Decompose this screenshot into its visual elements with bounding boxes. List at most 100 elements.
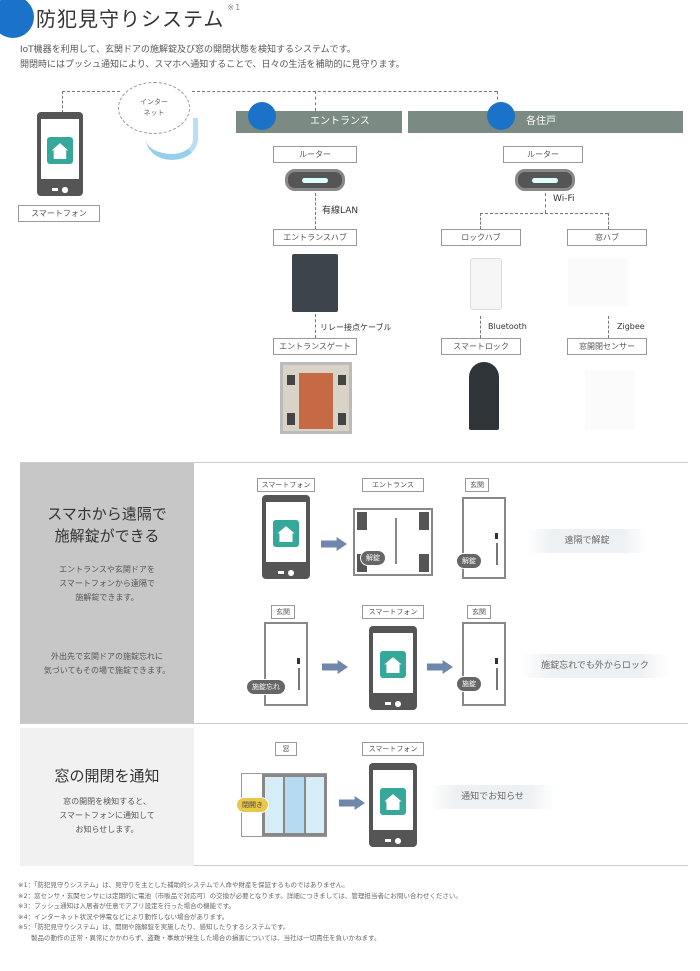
desc-line: 気づいてもその場で施錠できます。 <box>43 666 171 675</box>
desc-line: お知らせします。 <box>75 825 139 834</box>
relay-cable-label: リレー接点ケーブル <box>320 323 392 332</box>
units-header-bar: 各住戸 <box>408 111 683 133</box>
connector-line <box>497 91 498 111</box>
arrow-right-icon <box>339 796 365 810</box>
row1-note: 遠隔で解錠 <box>527 529 647 553</box>
connector-line <box>545 193 546 213</box>
row1-label-front-door: 玄関 <box>465 478 489 492</box>
home-link-app-icon <box>379 788 407 816</box>
status-pill-unlock: 解錠 <box>456 553 482 569</box>
smartphone-icon <box>369 763 417 847</box>
smartlock-device-icon <box>469 362 499 430</box>
units-router-icon <box>515 169 575 191</box>
desc-line: スマートフォンに通知して <box>59 811 155 820</box>
smartphone-icon <box>262 495 310 579</box>
row1-label-smartphone: スマートフォン <box>257 478 315 492</box>
units-bullet-icon <box>487 102 515 130</box>
footnotes: ※1：「防犯見守りシステム」は、見守りを主とした補助的システムで人命や財産を保証… <box>18 880 462 943</box>
window-sensor-device-icon <box>585 370 635 430</box>
entrance-hub-label: エントランスハブ <box>273 229 357 246</box>
feature-remote-desc1: エントランスや玄関ドアを スマートフォンから遠隔で 施解錠できます。 <box>20 563 194 605</box>
home-link-app-icon <box>272 520 300 548</box>
connector-line <box>62 91 120 92</box>
connector-line <box>192 91 497 92</box>
desc-line: エントランスや玄関ドアを <box>59 565 155 574</box>
feature-window-heading: 窓の開閉を通知 <box>54 767 160 785</box>
window-hub-device-icon <box>568 258 628 306</box>
home-link-app-icon <box>47 137 73 165</box>
desc-line: スマートフォンから遠隔で <box>59 579 155 588</box>
footnote-5-cont: 製品の動作の正常・異常にかかわらず、盗難・事故が発生した場合の損害については、当… <box>18 933 381 942</box>
smartphone-icon <box>37 112 83 196</box>
arrow-right-icon <box>322 660 348 674</box>
window-sensor-label: 窓開閉センサー <box>567 338 647 355</box>
entrance-gate-photo <box>280 362 352 434</box>
smartphone-icon <box>369 626 417 710</box>
page-title-text: 防犯見守りシステム <box>36 7 225 31</box>
connector-line <box>608 213 609 229</box>
entrance-door-icon <box>353 508 433 576</box>
window-smartphone-label: スマートフォン <box>362 742 424 756</box>
status-pill-lock: 施錠 <box>456 676 482 692</box>
feature-remote-sidebar <box>20 463 194 723</box>
intro-line-2: 開閉時にはプッシュ通知により、スマホへ通知することで、日々の生活を補助的に見守り… <box>20 60 405 70</box>
status-pill-window-open: 閉開き <box>236 797 269 813</box>
home-link-app-icon <box>379 651 407 679</box>
row2-note: 施錠忘れでも外からロック <box>520 654 670 678</box>
entrance-hub-device-icon <box>292 254 338 312</box>
footnote-1: ※1：「防犯見守りシステム」は、見守りを主とした補助的システムで人命や財産を保証… <box>18 881 349 889</box>
status-pill-forgot-lock: 施錠忘れ <box>246 679 286 695</box>
smartphone-label: スマートフォン <box>18 205 100 222</box>
feature-remote-heading-line2: 施解錠ができる <box>54 527 160 545</box>
lock-hub-device-icon <box>470 258 502 310</box>
entrance-bullet-icon <box>248 102 276 130</box>
connector-line <box>480 213 481 229</box>
row2-label-front-door: 玄関 <box>271 605 295 619</box>
entrance-header-bar: エントランス <box>236 111 402 133</box>
entrance-router-label: ルーター <box>273 146 357 163</box>
connector-line <box>480 213 608 214</box>
lock-hub-label: ロックハブ <box>441 229 521 246</box>
arrow-right-icon <box>427 660 453 674</box>
entrance-connection-label: 有線LAN <box>322 206 359 216</box>
feature-window-desc: 窓の開閉を検知すると、 スマートフォンに通知して お知らせします。 <box>20 795 194 837</box>
window-label: 窓 <box>275 742 297 756</box>
desc-line: 施解錠できます。 <box>75 593 139 602</box>
units-connection-label: Wi-Fi <box>553 194 575 204</box>
footnote-4: ※4：インターネット状況や停電などにより動作しない場合があります。 <box>18 912 229 921</box>
entrance-gate-label: エントランスゲート <box>273 338 357 355</box>
arrow-right-icon <box>321 537 347 551</box>
connector-line <box>315 193 316 229</box>
title-bullet-icon <box>0 0 34 38</box>
desc-line: 外出先で玄関ドアの施錠忘れに <box>51 652 163 661</box>
footnote-5: ※5：「防犯見守りシステム」は、開閉や施解錠を実施したり、感知したりするシステム… <box>18 923 290 931</box>
feature-remote-heading-line1: スマホから遠隔で <box>47 505 167 523</box>
row2-label-smartphone: スマートフォン <box>362 605 424 619</box>
sliding-window-icon <box>241 773 327 837</box>
feature-remote-section <box>20 462 688 724</box>
status-pill-unlock: 解錠 <box>360 550 386 566</box>
feature-window-sidebar <box>20 728 194 866</box>
connector-line <box>62 91 63 113</box>
entrance-router-icon <box>285 169 345 191</box>
connector-line <box>315 314 316 338</box>
footnote-3: ※3：プッシュ通知は入居者が任意でアプリ設定を行った場合の機能です。 <box>18 902 235 910</box>
units-router-label: ルーター <box>503 146 583 163</box>
feature-remote-desc2: 外出先で玄関ドアの施錠忘れに 気づいてもその場で施錠できます。 <box>20 650 194 678</box>
feature-window-section <box>20 728 688 866</box>
wireless-signal-icon <box>146 118 198 160</box>
intro-line-1: IoT機器を利用して、玄関ドアの施解錠及び窓の開閉状態を検知するシステムです。 <box>20 45 356 55</box>
smartlock-label: スマートロック <box>441 338 521 355</box>
cloud-label-line2: ネット <box>143 109 165 117</box>
footnote-2: ※2：窓センサ・玄関センサには定期的に電池（市販品で対応可）の交換が必要となりま… <box>18 891 462 900</box>
row2-label-front-door-2: 玄関 <box>467 605 491 619</box>
feature-remote-heading: スマホから遠隔で 施解錠ができる <box>20 503 194 547</box>
zigbee-label: Zigbee <box>617 322 645 331</box>
connector-line <box>315 91 316 111</box>
front-door-icon <box>462 622 506 706</box>
connector-line <box>480 316 481 338</box>
window-hub-label: 窓ハブ <box>567 229 647 246</box>
window-note: 通知でお知らせ <box>430 785 555 809</box>
row1-label-entrance: エントランス <box>362 478 424 492</box>
cloud-label-line1: インター <box>140 98 168 106</box>
